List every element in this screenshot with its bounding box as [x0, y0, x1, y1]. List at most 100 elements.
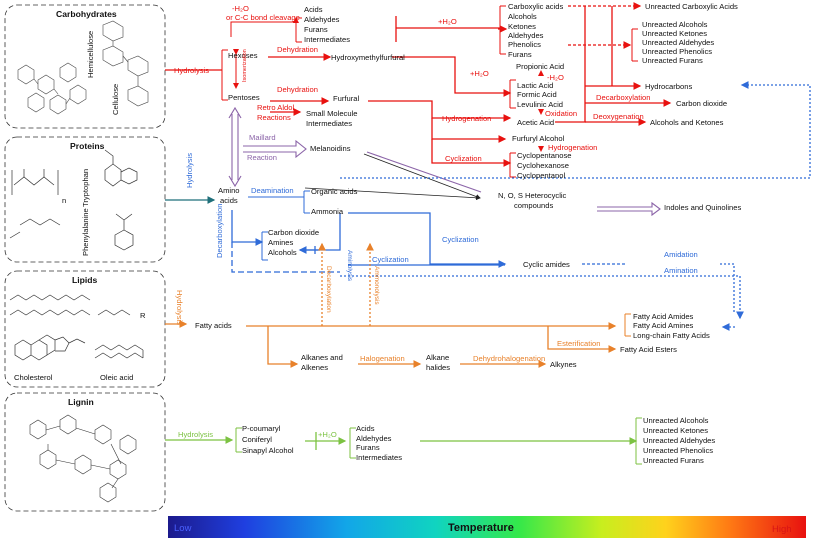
- carbohydrates-box: Carbohydrates Hemicellulose Cellulose: [4, 4, 166, 129]
- hemicellulose-label: Hemicellulose: [86, 31, 95, 78]
- lignin-pathways: [165, 417, 642, 465]
- heterocyclic-node-1: N, O, S Heterocyclic: [498, 191, 567, 200]
- svg-text:Formic Acid: Formic Acid: [517, 90, 557, 99]
- carbon-dioxide-node: Carbon dioxide: [676, 99, 727, 108]
- cyclization-carb-label: Cyclization: [445, 154, 482, 163]
- halogenation-label: Halogenation: [360, 354, 405, 363]
- svg-text:Furans: Furans: [356, 443, 380, 452]
- svg-text:Phenolics: Phenolics: [508, 40, 541, 49]
- svg-text:Cyclopentanose: Cyclopentanose: [517, 151, 571, 160]
- fatty-amides-amines-list: Fatty Acid Amides Fatty Acid Amines Long…: [633, 312, 710, 340]
- lignin-box: Lignin: [4, 392, 166, 512]
- svg-text:Unreacted Ketones: Unreacted Ketones: [643, 426, 708, 435]
- dehydration-label-2: Dehydration: [277, 85, 318, 94]
- lipids-box: Lipids R Cholesterol Oleic acid: [4, 270, 166, 388]
- alkynes-node: Alkynes: [550, 360, 577, 369]
- temperature-high-label: High: [772, 524, 792, 535]
- unreacted-carboxylic-acids: Unreacted Carboxylic Acids: [645, 2, 738, 11]
- unreacted-carb-list: Unreacted Alcohols Unreacted Ketones Unr…: [642, 20, 714, 65]
- lignin-unreacted-list: Unreacted Alcohols Unreacted Ketones Unr…: [643, 416, 715, 465]
- svg-text:Aldehydes: Aldehydes: [508, 31, 544, 40]
- dehydrohalogenation-label: Dehydrohalogenation: [473, 354, 545, 363]
- svg-text:Amines: Amines: [268, 238, 294, 247]
- svg-text:Alcohols: Alcohols: [508, 12, 537, 21]
- propionic-acid-node: Propionic Acid: [516, 62, 564, 71]
- lignin-structure: [29, 414, 137, 503]
- esterification-label: Esterification: [557, 339, 600, 348]
- fatty-acid-esters-node: Fatty Acid Esters: [620, 345, 677, 354]
- h2o-cleavage-label-1: -H₂O: [232, 4, 249, 13]
- oxidation-label: Oxidation: [545, 109, 577, 118]
- pentoses-node: Pentoses: [228, 93, 260, 102]
- h2o-cleavage-label-2: or C-C bond cleavage: [226, 13, 300, 22]
- svg-text:Furans: Furans: [508, 50, 532, 59]
- aminolysis-label: Aminolysis: [346, 250, 353, 282]
- protein-hydrolysis-label: Hydrolysis: [185, 153, 194, 188]
- temperature-low-label: Low: [174, 523, 192, 534]
- small-molecule-node-2: Intermediates: [306, 119, 352, 128]
- svg-text:Unreacted Ketones: Unreacted Ketones: [642, 29, 707, 38]
- svg-text:Fatty Acid Amides: Fatty Acid Amides: [633, 312, 694, 321]
- svg-text:Sinapyl Alcohol: Sinapyl Alcohol: [242, 446, 294, 455]
- carbohydrate-pathways: [165, 2, 672, 178]
- lignin-products-list: Acids Aldehydes Furans Intermediates: [356, 424, 402, 462]
- svg-text:Coniferyl: Coniferyl: [242, 435, 272, 444]
- oleic-acid-structure: [94, 344, 144, 359]
- svg-text:Aldehydes: Aldehydes: [356, 434, 392, 443]
- protein-decarboxylation-label: Decarboxylation: [215, 204, 224, 258]
- repeat-n-label: n: [62, 196, 66, 205]
- ammonia-node: Ammonia: [311, 207, 344, 216]
- lipids-title: Lipids: [72, 275, 98, 285]
- svg-text:Unreacted Alcohols: Unreacted Alcohols: [643, 416, 709, 425]
- svg-text:Ketones: Ketones: [508, 22, 536, 31]
- retro-aldol-label-2: Reactions: [257, 113, 291, 122]
- furfuryl-alcohol-node: Furfuryl Alcohol: [512, 134, 565, 143]
- lignin-hydrolysis-label: Hydrolysis: [178, 430, 213, 439]
- cholesterol-label: Cholesterol: [14, 373, 53, 382]
- plus-h2o-label-2: +H₂O: [470, 69, 489, 78]
- melanoidin-link: [304, 153, 481, 201]
- amination-label: Amination: [664, 266, 698, 275]
- svg-text:Cyclopentanol: Cyclopentanol: [517, 171, 565, 180]
- svg-text:Aldehydes: Aldehydes: [304, 15, 340, 24]
- maillard-label-1: Maillard: [249, 133, 276, 142]
- hmf-node: Hydroxymethylfurfural: [331, 53, 405, 62]
- phenylalanine-label: Phenylalanine: [81, 208, 90, 256]
- svg-text:Lactic Acid: Lactic Acid: [517, 81, 553, 90]
- lignin-title: Lignin: [68, 397, 94, 407]
- ammonolysis-label: Ammonolysis: [373, 266, 380, 305]
- amidation-label: Amidation: [664, 250, 698, 259]
- svg-text:Long-chain Fatty Acids: Long-chain Fatty Acids: [633, 331, 710, 340]
- svg-text:Intermediates: Intermediates: [356, 453, 402, 462]
- r-group-label: R: [140, 311, 146, 320]
- temperature-gradient-bar: [168, 516, 806, 538]
- svg-text:Unreacted Phenolics: Unreacted Phenolics: [643, 446, 713, 455]
- alkanes-node-1: Alkanes and: [301, 353, 343, 362]
- proteins-box: Proteins Tryptophan Phenylalanine n: [4, 136, 166, 263]
- isomerization-label: Isomerization: [242, 49, 248, 82]
- temperature-label: Temperature: [448, 522, 514, 534]
- svg-text:Fatty Acid Amines: Fatty Acid Amines: [633, 321, 694, 330]
- svg-text:Alcohols: Alcohols: [268, 248, 297, 257]
- amino-acids-node-2: acids: [220, 196, 238, 205]
- tryptophan-label: Tryptophan: [81, 169, 90, 207]
- svg-text:Acids: Acids: [304, 5, 323, 14]
- lactic-formic-levulinic-list: Lactic Acid Formic Acid Levulinic Acid: [517, 81, 563, 109]
- alkane-halides-node-2: halides: [426, 363, 450, 372]
- proteins-title: Proteins: [70, 141, 105, 151]
- alkanes-node-2: Alkenes: [301, 363, 328, 372]
- svg-text:Acids: Acids: [356, 424, 375, 433]
- minus-h2o-label: -H₂O: [547, 73, 564, 82]
- cyclic-amides-node: Cyclic amides: [523, 260, 570, 269]
- svg-text:Carbon dioxide: Carbon dioxide: [268, 228, 319, 237]
- lipid-decarboxylation-label: Decarboxylation: [325, 266, 332, 313]
- maillard-label-2: Reaction: [247, 153, 277, 162]
- maillard-pathways: [228, 106, 661, 217]
- lipid-chain-structure: [9, 294, 131, 316]
- cyclization-protein-label-2: Cyclization: [372, 255, 409, 264]
- deamination-label: Deamination: [251, 186, 294, 195]
- svg-text:Furans: Furans: [304, 25, 328, 34]
- svg-text:Unreacted Furans: Unreacted Furans: [643, 456, 704, 465]
- svg-text:Unreacted Aldehydes: Unreacted Aldehydes: [643, 436, 715, 445]
